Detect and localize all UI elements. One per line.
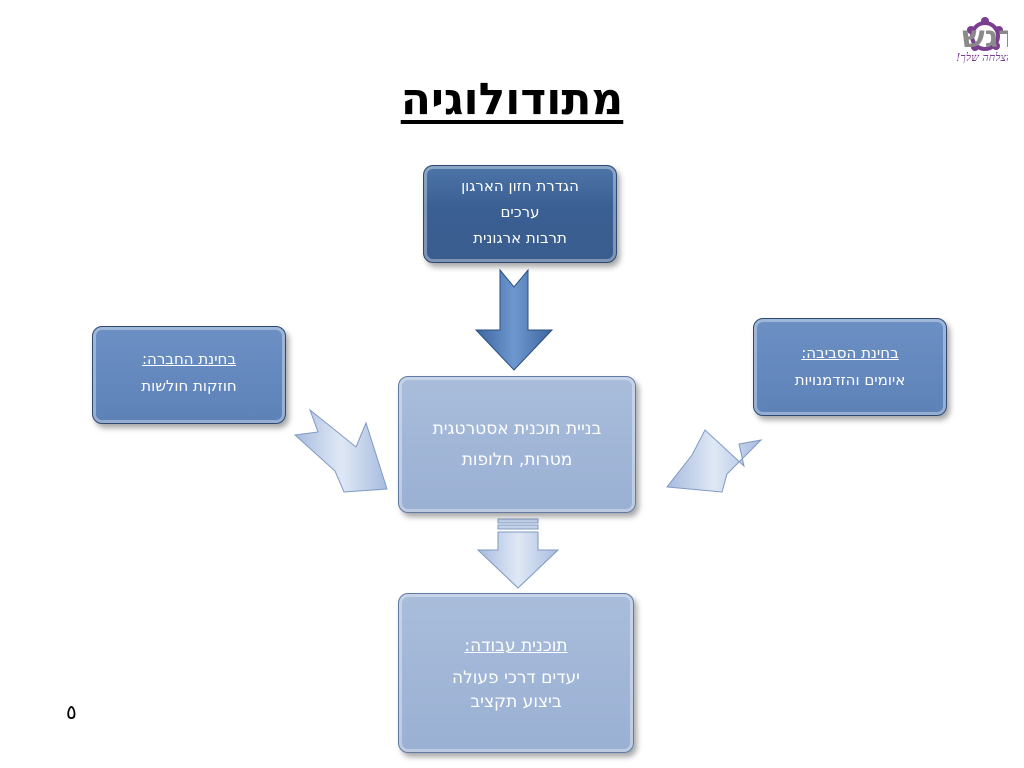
strategy-line-1: בניית תוכנית אסטרטגית (432, 419, 602, 439)
logo-tagline: להצלחה שלך! (956, 51, 1008, 64)
env-heading: בחינת הסביבה: (801, 344, 899, 362)
org-body: חוזקות חולשות (141, 377, 237, 395)
strategy-box: בניית תוכנית אסטרטגית מטרות, חלופות (398, 376, 636, 513)
logo-graphic: דגש להצלחה שלך! (956, 17, 1018, 64)
slide-number: ٥ (66, 700, 77, 724)
diagonal-arrow-org-icon (293, 408, 388, 493)
diagonal-arrow-env-icon (666, 429, 763, 493)
workplan-line-2: ביצוע תקציב (470, 692, 562, 712)
down-arrow-vision-icon (474, 268, 554, 371)
workplan-line-1: יעדים דרכי פעולה (452, 668, 580, 688)
logo-wordmark: דגש (962, 20, 1008, 55)
vision-box: הגדרת חזון הארגון ערכים תרבות ארגונית (423, 165, 617, 263)
down-arrow-strategy-icon (476, 518, 560, 589)
strategy-line-2: מטרות, חלופות (461, 450, 573, 470)
logo-emblem-icon (967, 17, 1003, 51)
environment-analysis-box: בחינת הסביבה: איומים והזדמנויות (753, 318, 947, 416)
vision-line-1: הגדרת חזון הארגון (461, 177, 579, 195)
env-body: איומים והזדמנויות (794, 371, 906, 389)
org-heading: בחינת החברה: (141, 350, 237, 368)
company-logo: דגש להצלחה שלך! (838, 14, 1018, 66)
page-title: מתודולוגיה (400, 74, 624, 125)
org-analysis-box: בחינת החברה: חוזקות חולשות (92, 326, 286, 424)
vision-line-3: תרבות ארגונית (473, 229, 567, 247)
workplan-box: תוכנית עבודה: יעדים דרכי פעולה ביצוע תקצ… (398, 593, 634, 753)
workplan-heading: תוכנית עבודה: (464, 636, 568, 656)
vision-line-2: ערכים (500, 203, 540, 221)
